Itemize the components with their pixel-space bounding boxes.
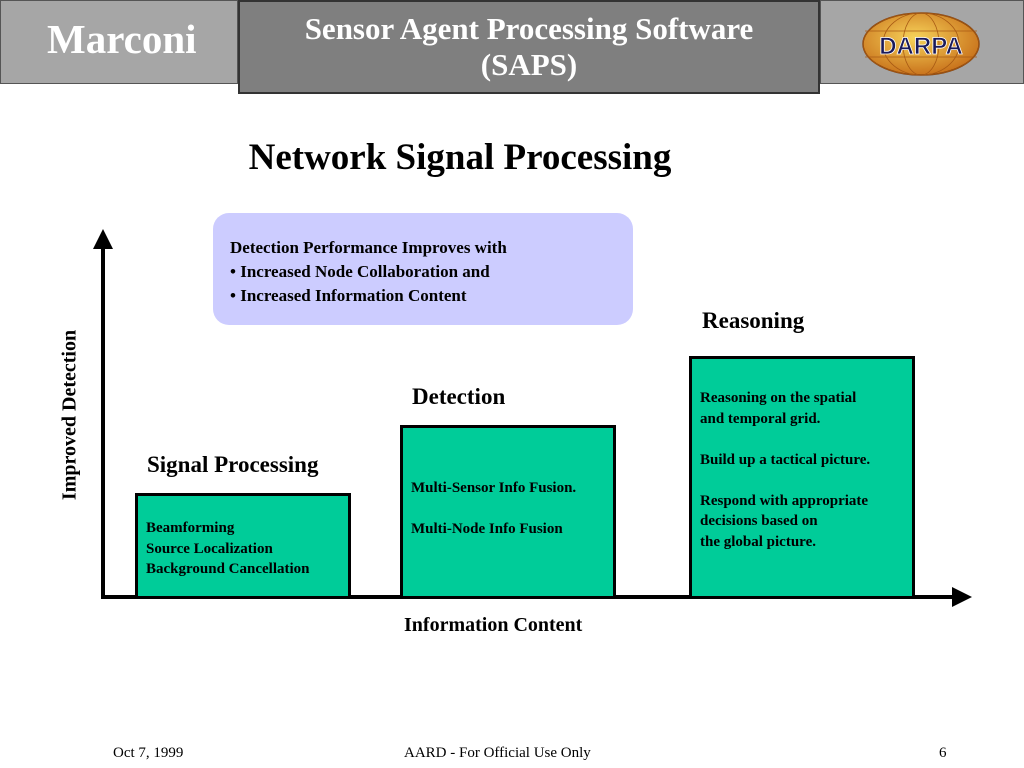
stage-line: Source Localization <box>146 540 273 557</box>
stage-line: Multi-Sensor Info Fusion. <box>411 480 577 496</box>
stage-label-signal-processing: Signal Processing <box>147 452 319 477</box>
stage-line: decisions based on <box>700 513 818 529</box>
brand-name: Marconi <box>47 16 197 62</box>
stage-line <box>700 429 904 450</box>
stage-label-reasoning: Reasoning <box>702 308 805 333</box>
stage-line: and temporal grid. <box>700 410 821 427</box>
y-axis-arrow-icon <box>93 229 113 249</box>
stage-line: Reasoning on the spatial <box>700 390 857 406</box>
stage-line: Background Cancellation <box>146 561 310 577</box>
stage-box-detection: Multi-Sensor Info Fusion. Multi-Node Inf… <box>400 425 616 599</box>
footer-notice: AARD - For Official Use Only <box>404 745 591 761</box>
stage-line: Beamforming <box>146 520 235 536</box>
stage-line: the global picture. <box>700 533 816 550</box>
info-heading: Detection Performance Improves with <box>230 238 507 257</box>
stage-box-signal-processing: Beamforming Source Localization Backgrou… <box>135 493 351 599</box>
footer-date: Oct 7, 1999 <box>113 745 184 761</box>
stage-label-detection: Detection <box>412 384 506 409</box>
stage-box-reasoning: Reasoning on the spatial and temporal gr… <box>689 356 915 599</box>
stage-line: Respond with appropriate <box>700 492 869 509</box>
stage-line <box>700 470 904 491</box>
stage-line: Multi-Node Info Fusion <box>411 521 563 537</box>
header-title-line2: (SAPS) <box>480 47 578 82</box>
info-bullet: • Increased Information Content <box>230 286 467 305</box>
x-axis-label: Information Content <box>404 614 583 636</box>
info-callout: Detection Performance Improves with • In… <box>213 213 633 325</box>
y-axis-label: Improved Detection <box>58 329 81 501</box>
header-title-panel: Sensor Agent Processing Software (SAPS) <box>238 0 820 94</box>
header-brand-panel: Marconi <box>0 0 238 84</box>
x-axis-arrow-icon <box>952 587 972 607</box>
darpa-logo-icon: DARPA <box>862 12 980 76</box>
info-bullet: • Increased Node Collaboration and <box>230 262 490 281</box>
stage-line: Build up a tactical picture. <box>700 451 871 468</box>
header-logo-panel: DARPA <box>820 0 1024 84</box>
logo-text: DARPA <box>879 33 963 60</box>
slide-title: Network Signal Processing <box>248 137 672 178</box>
stage-line <box>411 499 605 520</box>
footer-page-number: 6 <box>939 745 947 761</box>
header-title-line1: Sensor Agent Processing Software <box>304 11 754 46</box>
